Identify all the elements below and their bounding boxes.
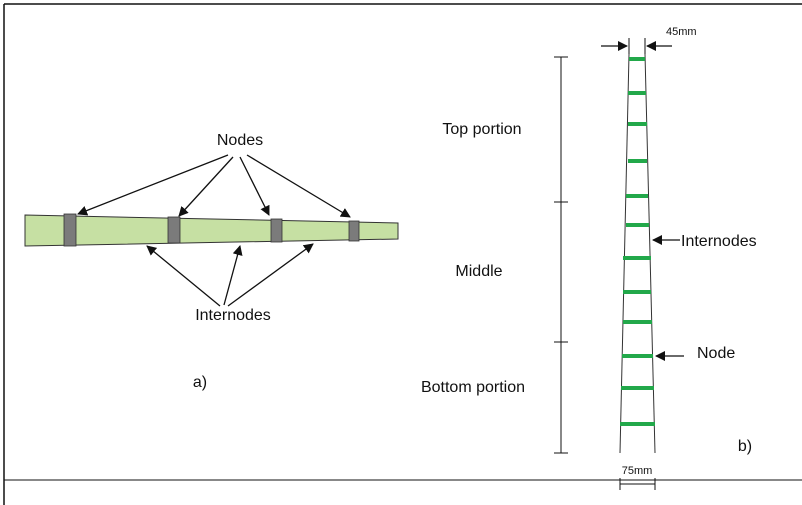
vertical-node-1: [629, 57, 645, 61]
vertical-node-3: [628, 122, 647, 126]
culm-left-edge: [619, 53, 630, 454]
panel-b-caption: b): [738, 438, 752, 455]
top-width-label: 45mm: [666, 26, 697, 38]
node-segment-3: [270, 218, 283, 243]
nodes-arrow-1: [77, 154, 229, 216]
vertical-node-6: [626, 223, 649, 227]
internodes-arrow-3: [227, 243, 314, 307]
vertical-node-11: [621, 386, 654, 390]
nodes-arrow-3: [239, 156, 270, 216]
node-segment-1: [63, 213, 77, 247]
vertical-node-5: [626, 194, 648, 198]
internodes-label: Internodes: [195, 307, 271, 324]
culm-right-edge: [644, 53, 656, 454]
bottom-width-label: 75mm: [622, 465, 653, 477]
internodes-arrow-1: [146, 245, 221, 307]
vertical-node-7: [623, 256, 651, 260]
nodes-arrow-2: [178, 156, 234, 217]
panel-b: 45mm 75mm Top portion Middle Bottom port…: [421, 26, 757, 490]
internodes-arrow-2: [223, 245, 243, 306]
vertical-node-4: [628, 159, 647, 163]
node-segment-2: [167, 216, 181, 244]
nodes-arrow-4: [246, 154, 351, 218]
vertical-node-9: [623, 320, 652, 324]
panel-a: Nodes Internodes a): [24, 132, 399, 391]
culm-horizontal: [24, 214, 399, 247]
panel-a-caption: a): [193, 374, 207, 391]
top-portion-label: Top portion: [442, 121, 521, 138]
vertical-node-12: [620, 422, 655, 426]
vertical-node-2: [628, 91, 646, 95]
vertical-node-10: [622, 354, 653, 358]
bottom-portion-label: Bottom portion: [421, 379, 525, 396]
middle-label: Middle: [455, 263, 502, 280]
vertical-node-8: [623, 290, 651, 294]
internodes-label-b: Internodes: [681, 233, 757, 250]
node-segment-4: [348, 220, 360, 242]
node-label: Node: [697, 345, 735, 362]
nodes-label: Nodes: [217, 132, 263, 149]
